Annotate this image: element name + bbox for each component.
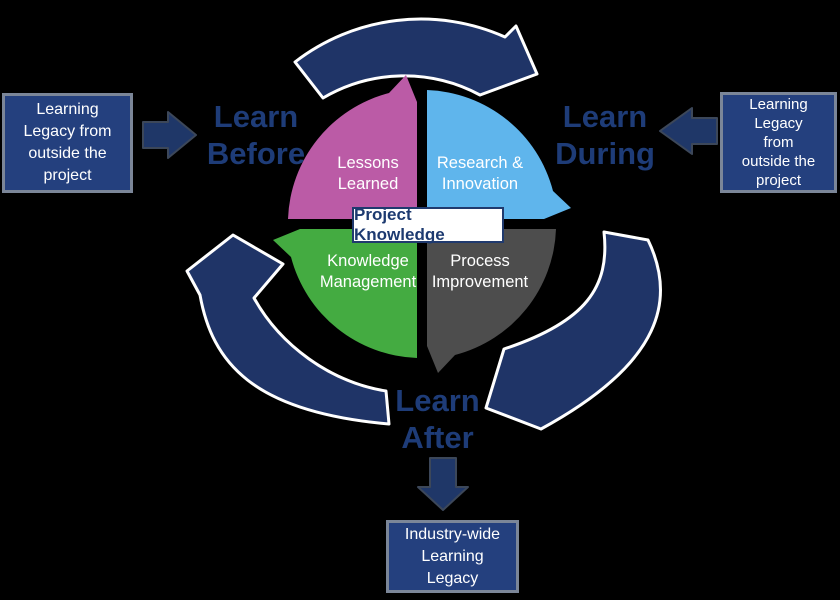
learning-legacy-right-box: Learning Legacy from outside the project (720, 92, 837, 193)
phase-label-learn-before: Learn Before (194, 98, 318, 172)
block-arrow-right-icon (142, 111, 197, 159)
quadrant-label-lessons-line1: Lessons (337, 154, 398, 172)
industry-wide-legacy-box: Industry-wide Learning Legacy (386, 520, 519, 593)
block-arrow-down-icon (417, 457, 469, 511)
block-arrow-left-icon (659, 107, 718, 155)
phase-label-learn-during: Learn During (540, 98, 670, 172)
quadrant-label-process-line2: Improvement (432, 273, 529, 291)
cycle-arrow-left (185, 233, 391, 426)
phase-label-line: Learn (213, 99, 299, 134)
cycle-arrow-top (293, 17, 539, 100)
box-text-line: from (763, 134, 794, 151)
project-knowledge-label: Project Knowledge (354, 205, 445, 244)
quadrant-label-research-line1: Research & (437, 154, 523, 172)
phase-label-line: Learn (562, 99, 648, 134)
box-text-line: Legacy (426, 569, 479, 587)
box-text-line: Learning (36, 101, 99, 118)
quadrant-label-process-line1: Process (450, 252, 510, 270)
box-text-line: Industry-wide (404, 525, 501, 543)
box-text-line: outside the (741, 153, 816, 170)
phase-label-line: Learn (395, 383, 480, 418)
phase-label-line: During (555, 136, 655, 171)
quadrant-label-knowledge-line2: Management (320, 273, 417, 291)
phase-label-learn-after: Learn After (375, 382, 500, 456)
quadrant-label-knowledge-line1: Knowledge (327, 252, 409, 270)
box-text-line: outside the (28, 145, 107, 162)
cycle-arrow-right (484, 230, 663, 431)
quadrant-knowledge-management (273, 229, 417, 358)
project-knowledge-box: Project Knowledge (352, 205, 504, 244)
box-text-line: project (43, 167, 92, 184)
quadrant-label-lessons-line2: Learned (338, 175, 399, 193)
learning-legacy-left-box: Learning Legacy from outside the project (2, 93, 133, 193)
box-text-line: project (755, 172, 802, 189)
box-text-line: Learning (421, 547, 484, 565)
phase-label-line: Before (206, 136, 306, 171)
box-text-line: Legacy from (23, 123, 112, 140)
box-text-line: Learning (749, 96, 808, 113)
quadrant-label-research-line2: Innovation (442, 175, 518, 193)
phase-label-line: After (401, 420, 474, 455)
box-text-line: Legacy (754, 115, 803, 132)
